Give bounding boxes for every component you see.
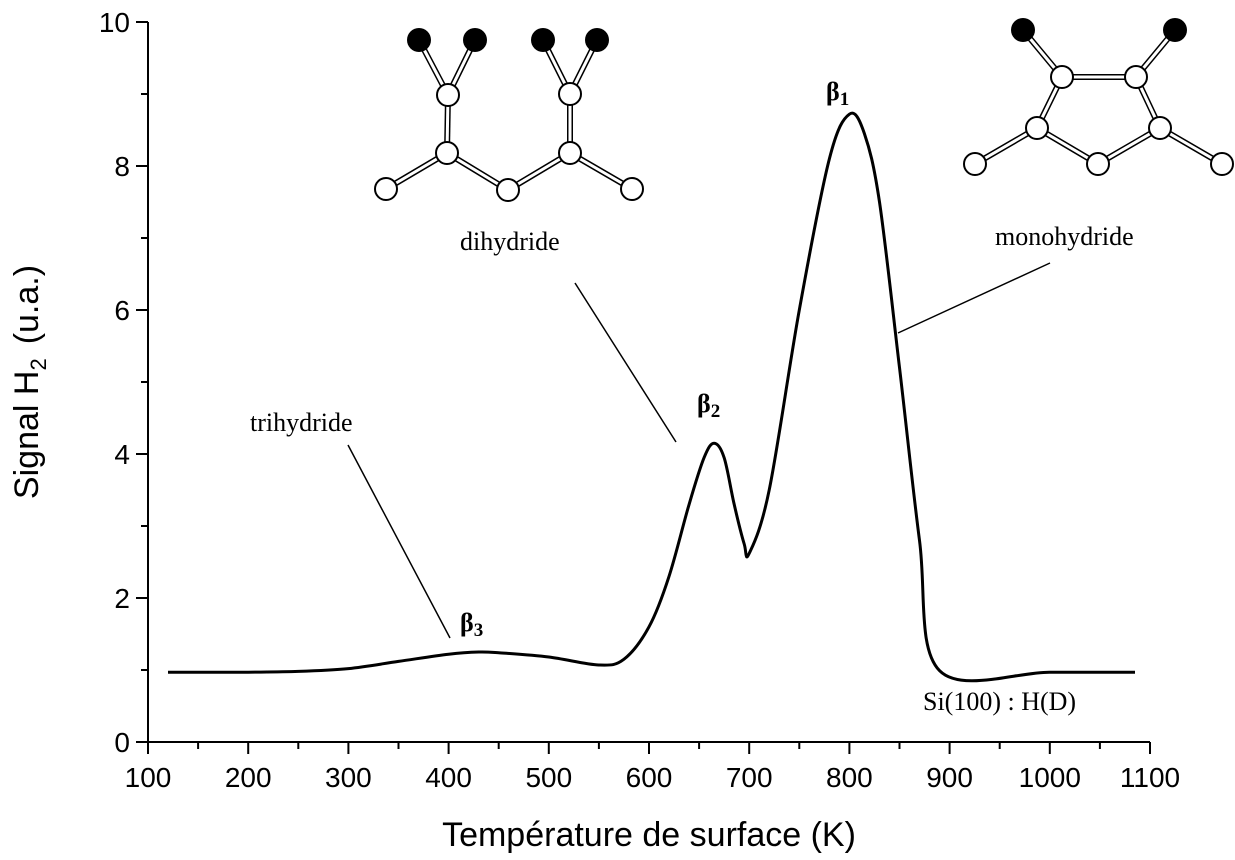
y-tick-label-4: 4 [114, 439, 130, 470]
x-tick-label-700: 700 [726, 762, 773, 793]
sample-label: Si(100) : H(D) [923, 687, 1076, 716]
x-tick-label-600: 600 [626, 762, 673, 793]
y-tick-label-8: 8 [114, 151, 130, 182]
trihydride-label: trihydride [250, 408, 353, 437]
data-line [168, 111, 1136, 683]
peak-label-beta2-sub: 2 [711, 401, 721, 422]
monohydride-leader-line [897, 262, 1051, 334]
x-tick-label-400: 400 [425, 762, 472, 793]
dihydride-bonds [384, 38, 634, 193]
peak-label-beta1-letter: β [826, 77, 840, 106]
y-tick-label-0: 0 [114, 727, 130, 758]
x-tick-label-500: 500 [525, 762, 572, 793]
y-axis-title-main: Signal H [8, 371, 46, 500]
axes [147, 22, 1150, 743]
monohydride-bonds [973, 28, 1224, 167]
y-tick-label-10: 10 [99, 7, 130, 38]
monohydride-si-atoms [963, 65, 1234, 176]
x-tick-label-200: 200 [225, 762, 272, 793]
y-axis-title-unit: (u.a.) [8, 265, 46, 344]
peak-label-beta3-sub: 3 [474, 620, 484, 641]
y-tick-label-6: 6 [114, 295, 130, 326]
x-tick-label-100: 100 [125, 762, 172, 793]
monohydride-structure-diagram [963, 18, 1234, 176]
peak-label-beta3: β3 [460, 608, 483, 641]
x-tick-label-800: 800 [826, 762, 873, 793]
dihydride-si-atoms [374, 82, 644, 202]
x-axis-title: Température de surface (K) [442, 816, 856, 854]
x-tick-label-900: 900 [926, 762, 973, 793]
peak-label-beta2: β2 [697, 389, 720, 422]
y-axis-title-subscript: 2 [26, 358, 51, 370]
dihydride-label: dihydride [460, 227, 560, 256]
dihydride-h-atoms [407, 28, 609, 52]
x-tick-label-300: 300 [325, 762, 372, 793]
trihydride-leader-line [347, 444, 451, 639]
y-axis-title: Signal H2 (u.a.) [8, 265, 51, 499]
y-tick-label-2: 2 [114, 583, 130, 614]
monohydride-h-atoms [1011, 18, 1187, 42]
dihydride-leader-line [574, 282, 677, 443]
monohydride-label: monohydride [995, 222, 1134, 251]
peak-label-beta3-letter: β [460, 608, 474, 637]
dihydride-structure-diagram [374, 28, 644, 202]
y-ticks: 0 2 4 6 8 10 [99, 7, 148, 758]
peak-label-beta2-letter: β [697, 389, 711, 418]
x-tick-label-1000: 1000 [1019, 762, 1081, 793]
x-ticks: 100 200 300 400 500 600 700 800 900 1000 1100 [125, 742, 1180, 793]
peak-label-beta1-sub: 1 [840, 89, 850, 110]
x-tick-label-1100: 1100 [1120, 762, 1180, 793]
peak-label-beta1: β1 [826, 77, 849, 110]
